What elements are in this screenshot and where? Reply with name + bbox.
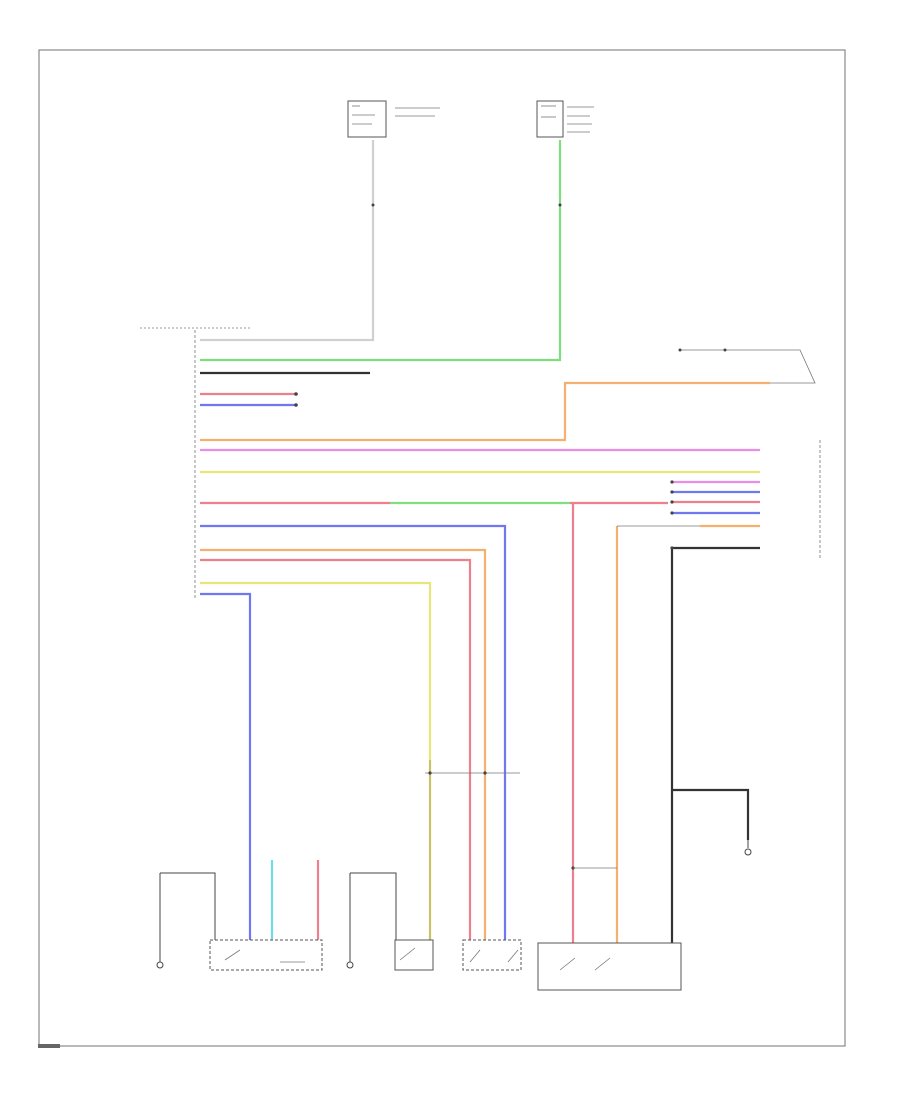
fuse-block-left	[347, 100, 440, 138]
wire-yellow-down	[200, 581, 432, 760]
corner-tag	[38, 1044, 60, 1048]
ground-symbol-1	[156, 955, 164, 969]
wire-gray-feed	[200, 140, 375, 342]
fuse-block-right	[536, 100, 594, 138]
wire-orange-main	[200, 381, 770, 442]
diagram-frame	[38, 49, 846, 1047]
switch-component-middle	[394, 939, 434, 971]
sensor-component	[462, 939, 522, 971]
ground-symbol-3	[744, 840, 752, 856]
wire-green-feed	[200, 140, 562, 362]
relay-component	[537, 942, 682, 991]
wire-orange-down	[200, 548, 487, 940]
wire-blue-left	[200, 592, 252, 940]
switch-top-right	[678, 348, 816, 384]
wire-red-down	[200, 558, 472, 940]
ground-symbol-2	[346, 955, 354, 969]
wire-blue-down	[200, 524, 507, 940]
switch-component-left	[209, 939, 323, 971]
